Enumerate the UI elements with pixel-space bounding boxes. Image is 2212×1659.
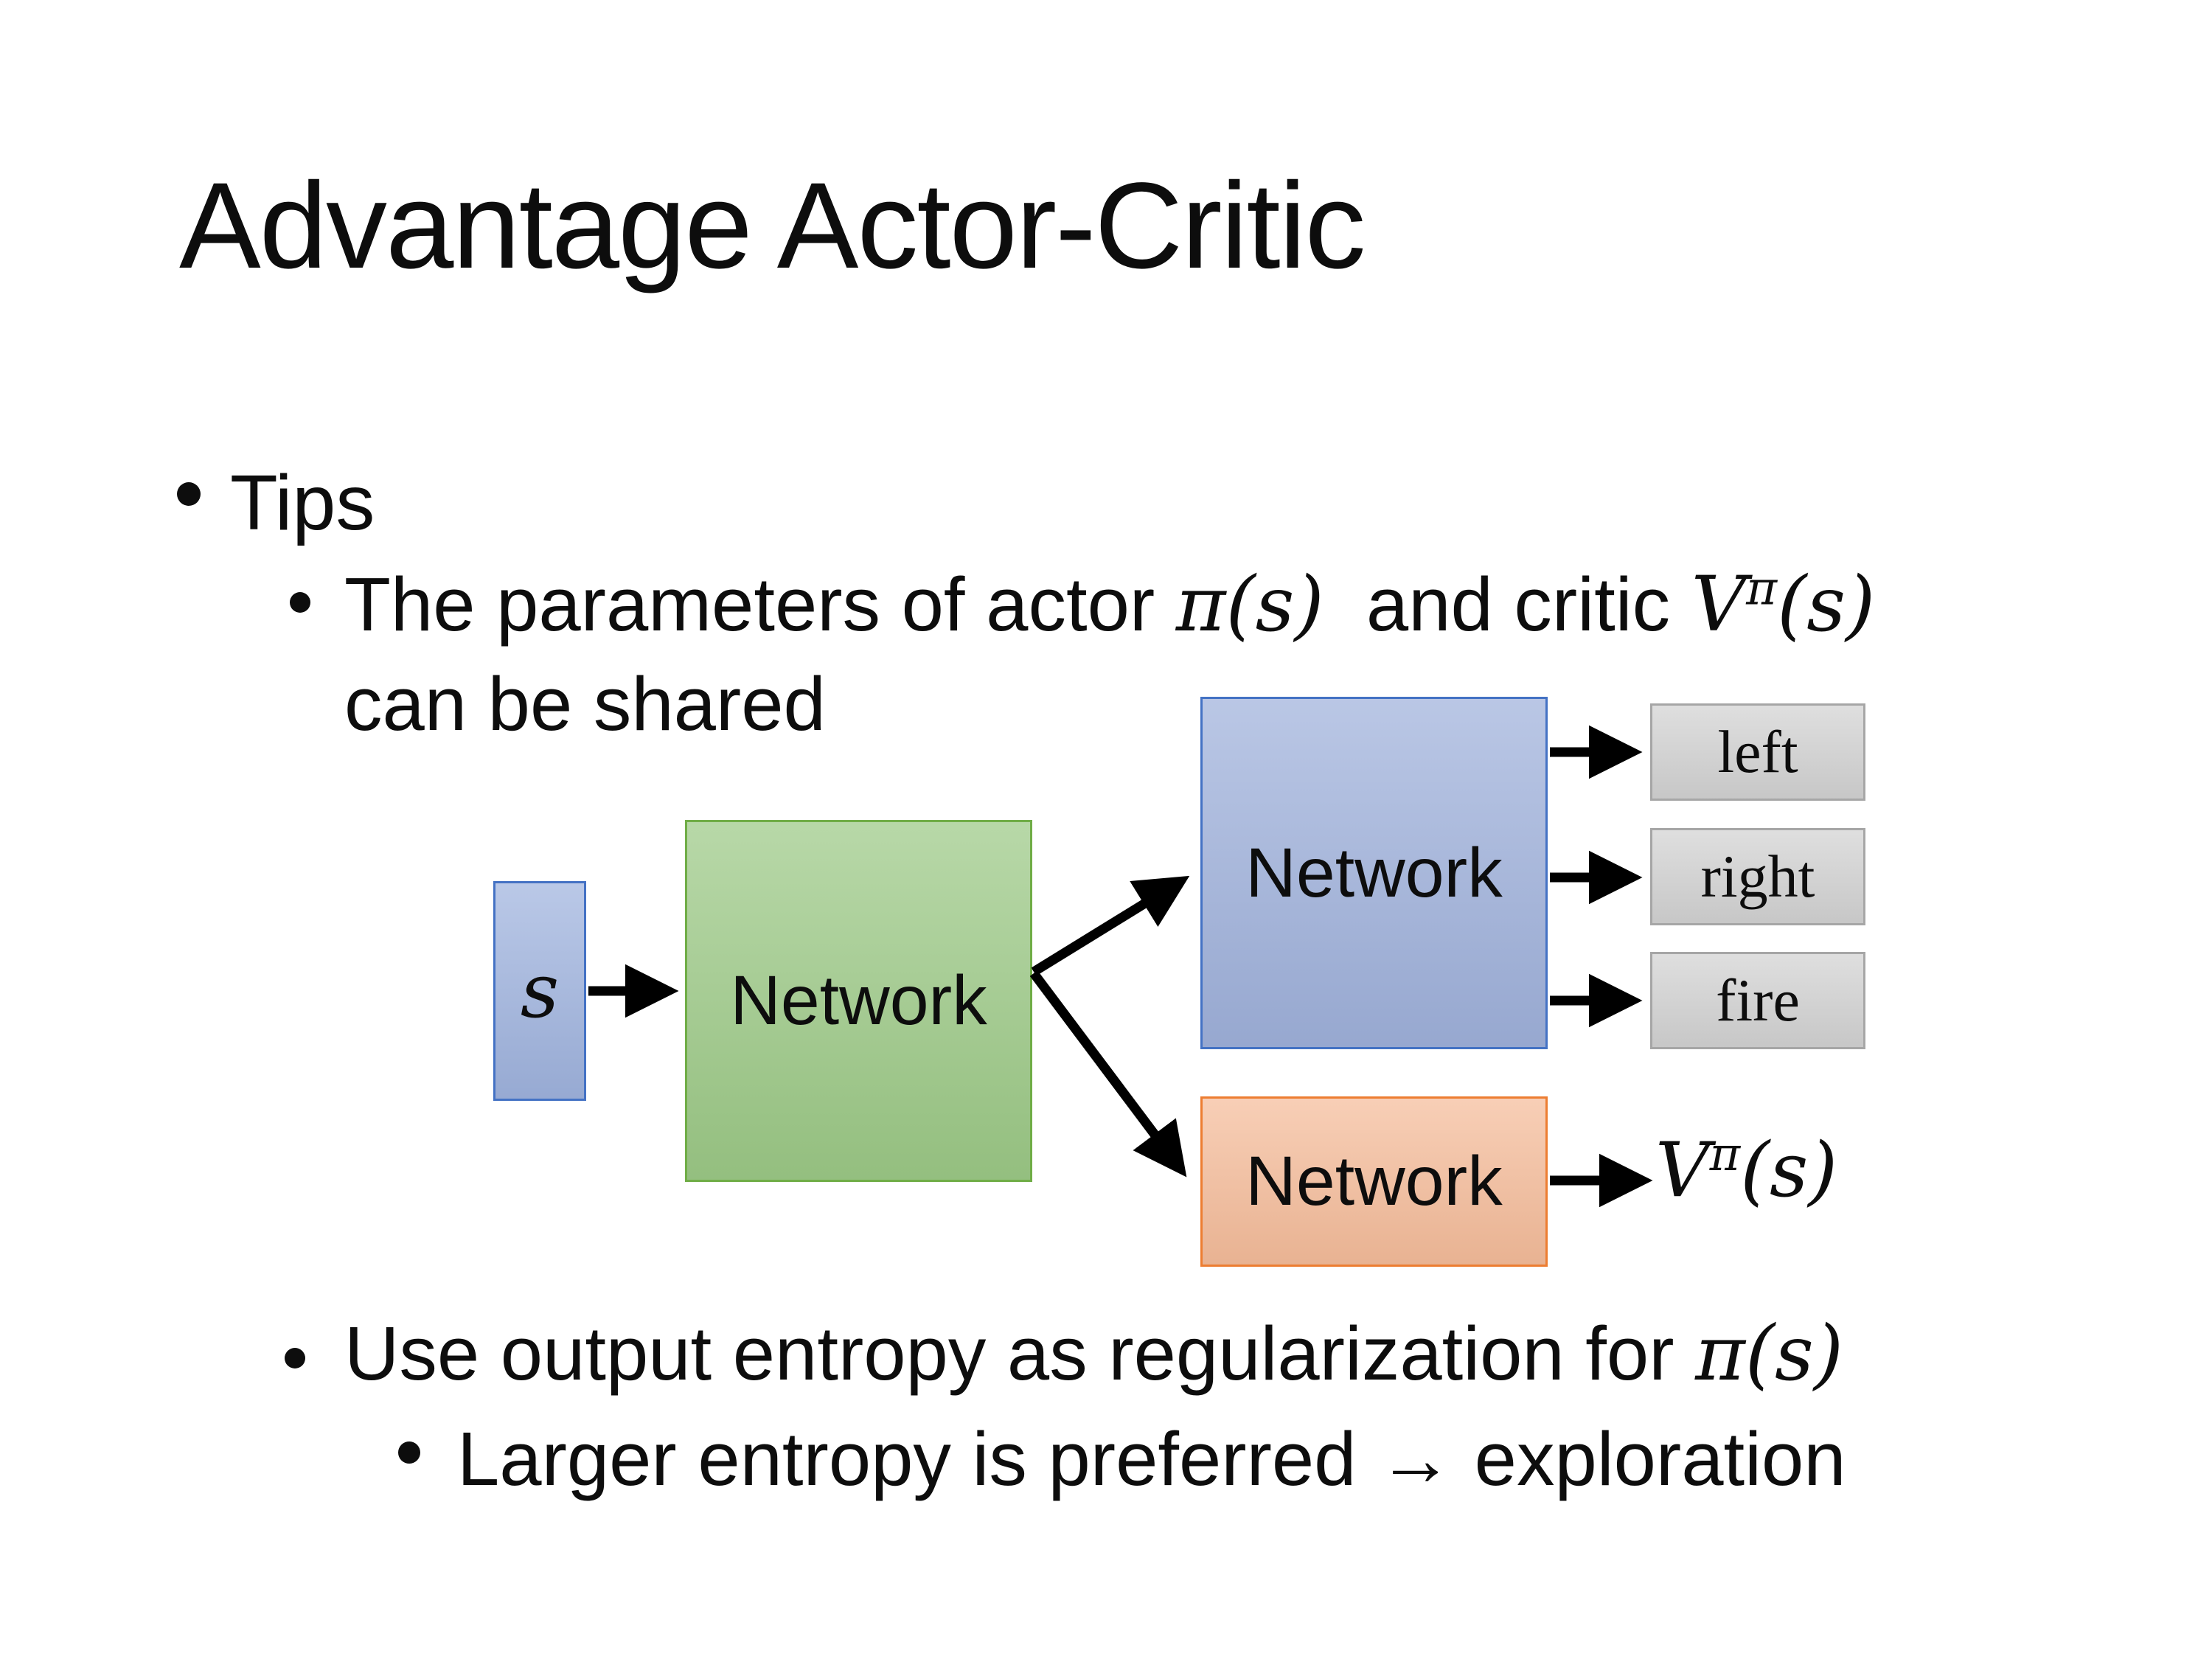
action-box-left: left: [1650, 703, 1865, 801]
pi-s-math: π(s): [1175, 560, 1324, 649]
bullet-shared-line1: The parameters of actor π(s) and critic …: [344, 560, 1875, 649]
bullet-icon: [285, 1348, 305, 1368]
action-label-fire: fire: [1716, 967, 1800, 1034]
shared-text-1: The parameters of actor: [344, 562, 1176, 647]
bullet-exploration: Larger entropy is preferred → exploratio…: [457, 1416, 1846, 1501]
action-label-right: right: [1700, 843, 1815, 910]
v-args: (s): [1777, 560, 1876, 649]
pi-s-math: π(s): [1695, 1310, 1844, 1398]
arrow-shared-to-actor: [1031, 875, 1190, 976]
v-args: (s): [1740, 1127, 1838, 1214]
entropy-text: Use output entropy as regularization for: [344, 1311, 1696, 1396]
actor-network-label: Network: [1245, 833, 1503, 912]
bullet-icon: [398, 1441, 420, 1464]
bullet-icon: [290, 592, 310, 613]
actor-network-box: Network: [1200, 697, 1548, 1049]
bullet-icon: [177, 482, 201, 506]
shared-network-label: Network: [730, 961, 987, 1040]
arrow-shared-to-critic: [1029, 970, 1187, 1178]
state-input-box: s: [493, 881, 586, 1101]
critic-network-box: Network: [1200, 1096, 1548, 1267]
bullet-entropy: Use output entropy as regularization for…: [344, 1310, 1843, 1398]
pi-superscript: π: [1709, 1127, 1741, 1181]
pi-superscript: π: [1746, 561, 1778, 616]
bullet-tips: Tips: [230, 459, 375, 546]
shared-network-box: Network: [685, 820, 1032, 1182]
shared-text-2: and critic: [1324, 562, 1691, 647]
critic-output-label: Vπ(s): [1655, 1127, 1837, 1214]
action-label-left: left: [1717, 718, 1798, 785]
state-label: s: [520, 947, 560, 1035]
action-box-fire: fire: [1650, 952, 1865, 1049]
page-title: Advantage Actor-Critic: [179, 158, 1366, 294]
v-pi-s-math: Vπ(s): [1691, 560, 1876, 649]
action-box-right: right: [1650, 828, 1865, 925]
v-base: V: [1655, 1127, 1710, 1214]
v-base: V: [1691, 560, 1747, 649]
critic-network-label: Network: [1245, 1142, 1503, 1220]
bullet-shared-line2: can be shared: [344, 661, 826, 746]
